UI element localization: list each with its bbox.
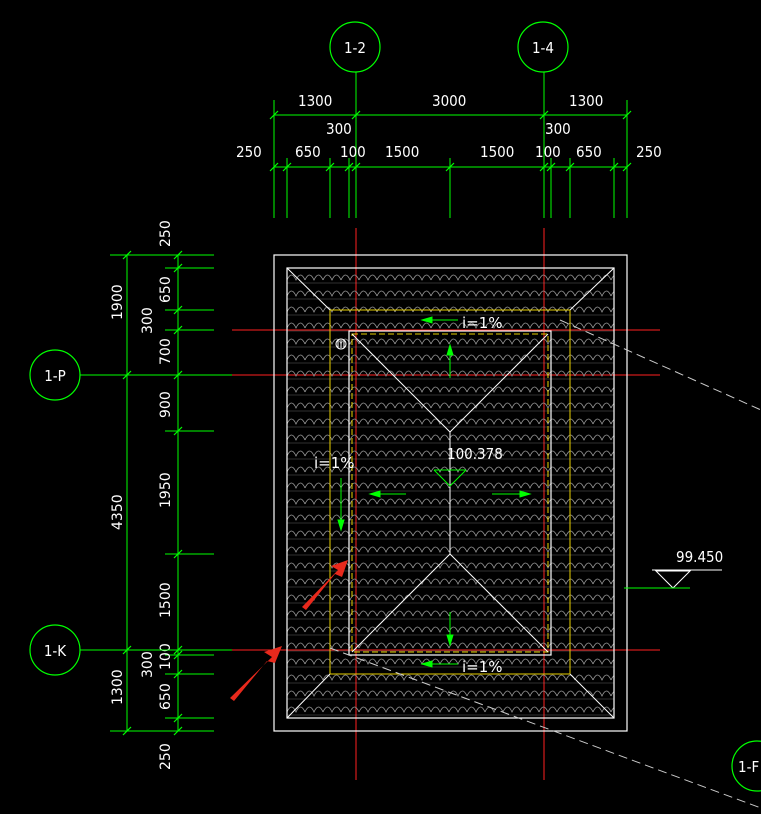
dim-top-650-left: 650: [295, 143, 321, 161]
gutter-outer: [329, 309, 571, 675]
dim-top-650-right: 650: [576, 143, 602, 161]
axis-bubbles: 1-2 1-4 1-P 1-K 1-F: [29, 21, 761, 792]
arrow-pointer-1: [230, 646, 282, 701]
dim-left-300-bottom: 300: [140, 651, 156, 678]
axis-bubble-1-F: [731, 740, 761, 792]
dim-left-4350: 4350: [110, 494, 126, 530]
axis-bubble-1-4: [517, 21, 569, 73]
dashed-leader-1: [559, 319, 761, 411]
top-dimensions: [269, 72, 632, 218]
dim-top-250-left: 250: [236, 143, 262, 161]
axis-label-1-P: 1-P: [44, 367, 66, 385]
ridge-elevation: 100.378: [447, 445, 503, 463]
axis-bubble-1-2: [329, 21, 381, 73]
dim-top-100-right: 100: [535, 143, 561, 161]
dim-top-300-right: 300: [545, 120, 571, 138]
dim-left-250-bottom: 250: [158, 743, 174, 770]
dim-top-100-left: 100: [340, 143, 366, 161]
axis-bubble-1-P: [29, 349, 81, 401]
elevation-marker: [627, 569, 722, 589]
red-pointer-arrows: [230, 560, 348, 701]
axis-label-1-2: 1-2: [344, 39, 366, 57]
dim-top-2: 3000: [432, 92, 466, 110]
dashed-leader-2: [329, 647, 761, 809]
slope-arrows: [337, 316, 690, 668]
slope-label-bottom: i=1%: [462, 658, 503, 676]
left-dimension-texts: 1900 4350 1300 250 650 300 700 900 1950 …: [110, 220, 174, 770]
dim-left-700: 700: [158, 338, 174, 365]
dim-top-1: 1300: [298, 92, 332, 110]
arrow-pointer-2: [302, 560, 348, 610]
dim-top-250-right: 250: [636, 143, 662, 161]
dim-top-1500-left: 1500: [385, 143, 419, 161]
dim-left-100: 100: [158, 643, 174, 670]
axis-label-1-4: 1-4: [532, 39, 554, 57]
axis-label-1-F: 1-F: [738, 758, 759, 776]
dim-left-900: 900: [158, 391, 174, 418]
dim-left-1900: 1900: [110, 284, 126, 320]
dim-left-1950: 1950: [158, 472, 174, 508]
hip-line: [351, 333, 451, 433]
dim-left-300-top: 300: [140, 307, 156, 334]
dim-left-1300: 1300: [110, 669, 126, 705]
dim-left-650-bottom: 650: [158, 683, 174, 710]
axis-label-1-K: 1-K: [44, 642, 67, 660]
dim-left-250-top: 250: [158, 220, 174, 247]
dim-top-300-left: 300: [326, 120, 352, 138]
drain-icon: [335, 338, 347, 350]
slope-label-top: i=1%: [462, 314, 503, 332]
axis-bubble-1-K: [29, 624, 81, 676]
slope-label-left: i=1%: [314, 454, 355, 472]
dim-left-650-top: 650: [158, 276, 174, 303]
roof-eave-outline: [286, 267, 615, 719]
dim-top-3: 1300: [569, 92, 603, 110]
roof-outer-outline: [273, 254, 628, 732]
dim-left-1500: 1500: [158, 582, 174, 618]
top-dimension-texts: 1300 3000 1300 300 300 250 650 100 1500 …: [236, 92, 662, 161]
eave-elevation: 99.450: [676, 548, 723, 566]
dim-top-1500-right: 1500: [480, 143, 514, 161]
flat-roof-outline: [348, 330, 552, 656]
gutter-inner: [351, 333, 549, 653]
